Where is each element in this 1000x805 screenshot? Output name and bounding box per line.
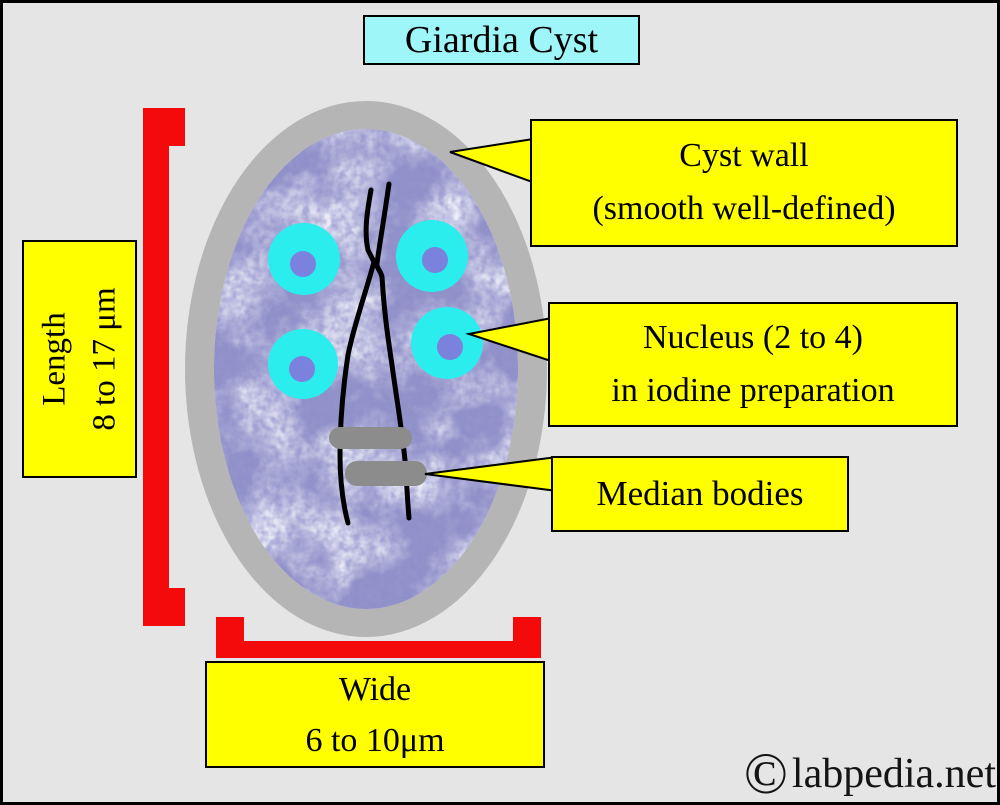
median-body-upper [329,427,412,449]
length-label-text: Length 8 to 17 μm [30,240,129,478]
callout-nucleus-line2: in iodine preparation [611,371,895,409]
figure-title: Giardia Cyst [404,19,599,61]
watermark: © labpedia.net [706,745,996,803]
width-label-line1: Wide [338,670,412,708]
copyright-icon: © [743,741,788,805]
length-label-line1: Length [36,312,72,406]
karyosome-bottom-left [289,356,315,382]
callout-nucleus-line1: Nucleus (2 to 4) [642,318,863,356]
median-body-lower [345,461,427,486]
karyosome-top-left [290,251,316,277]
callout-median-bodies-label: Median bodies [596,473,804,513]
title-box: Giardia Cyst [363,15,640,65]
length-label-line2: 8 to 17 μm [85,287,122,431]
callout-nucleus: Nucleus (2 to 4) in iodine preparation [548,302,958,427]
callout-cyst-wall: Cyst wall (smooth well-defined) [530,119,958,247]
length-bracket [143,108,185,626]
callout-cyst-wall-line1: Cyst wall [679,137,809,175]
cytoplasm-texture-fine [214,129,518,609]
callout-median-bodies: Median bodies [551,456,849,532]
cyst-diagram [143,101,558,658]
karyosome-bottom-right [437,334,463,360]
callout-cyst-wall-line2: (smooth well-defined) [592,190,896,227]
karyosome-top-right [422,247,448,273]
watermark-site: labpedia.net [791,751,996,797]
axoneme-line-left [337,187,377,526]
width-bracket [216,617,541,658]
width-label-box: Wide 6 to 10μm [205,661,545,768]
length-label-box: Length 8 to 17 μm [22,240,137,478]
width-label-line2: 6 to 10μm [305,721,445,759]
